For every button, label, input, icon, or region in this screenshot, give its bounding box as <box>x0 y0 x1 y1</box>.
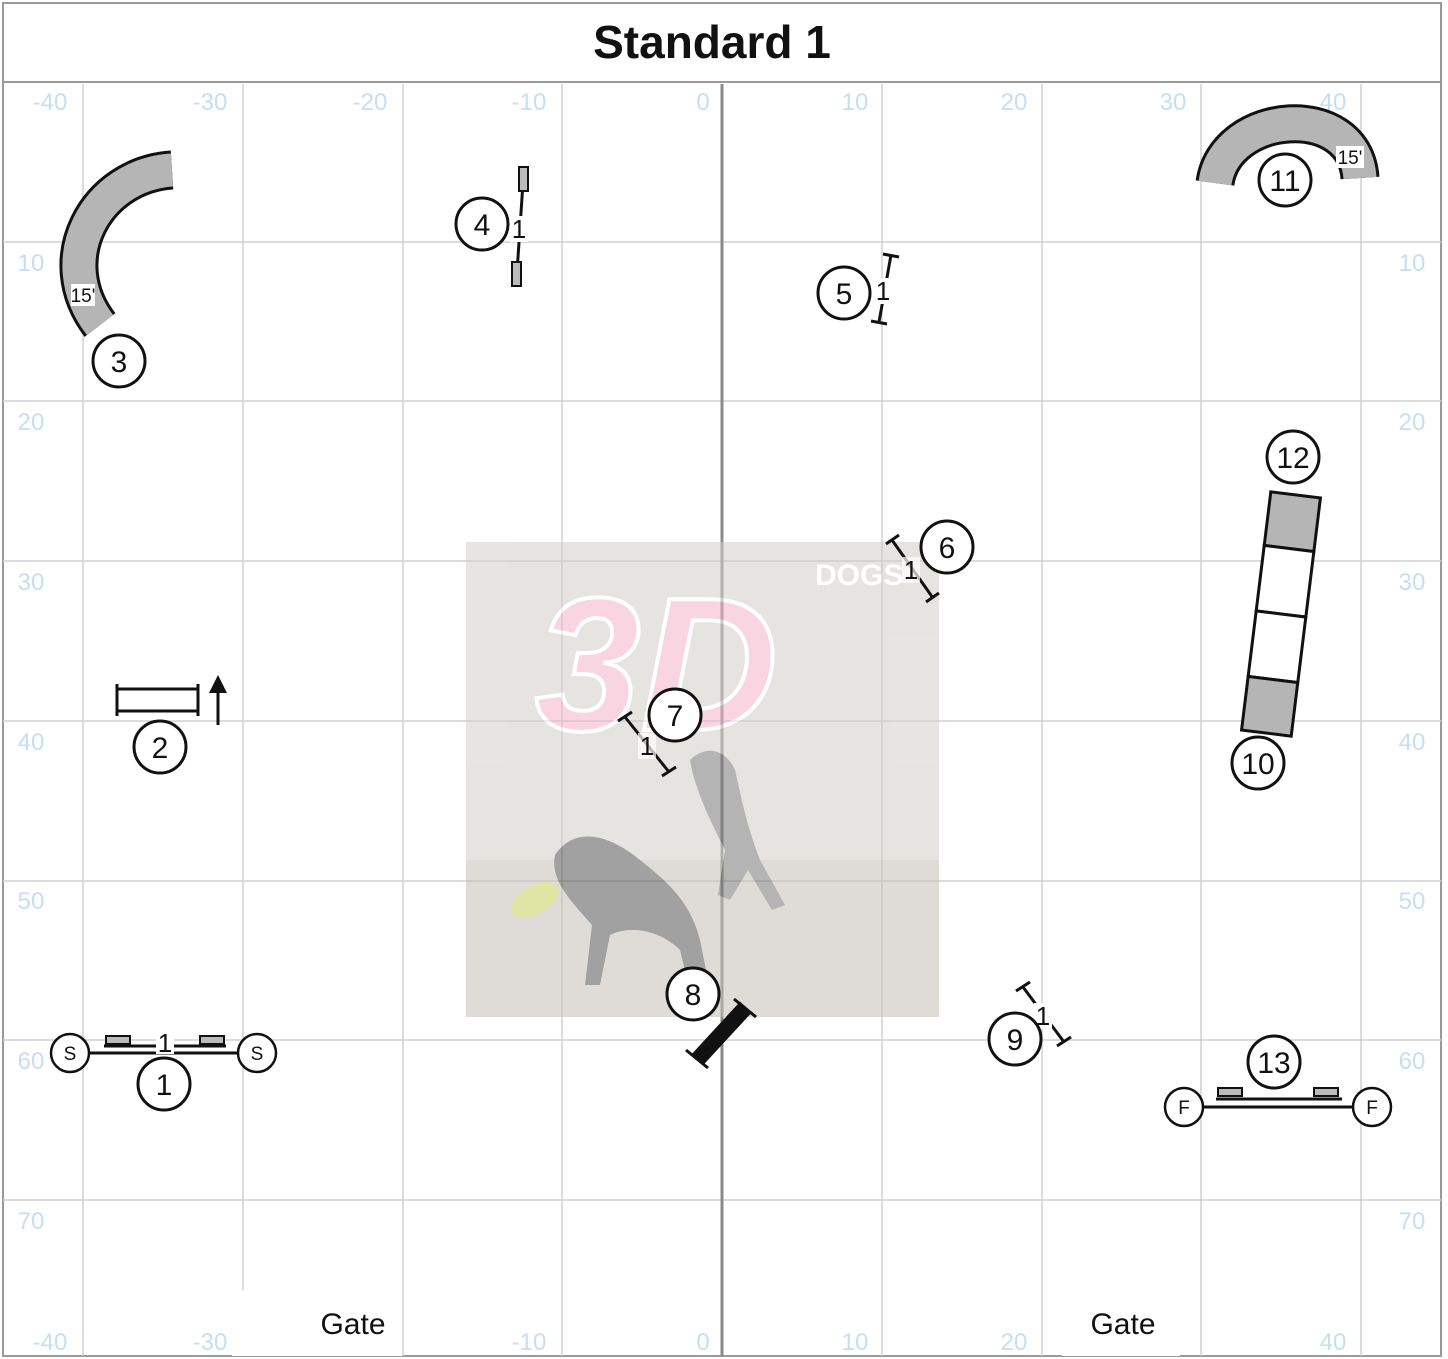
obstacle-number: 9 <box>1007 1024 1024 1057</box>
axis-label: 60 <box>18 1048 45 1075</box>
bar-label: 1 <box>158 1028 172 1058</box>
bar-label: 1 <box>512 214 526 244</box>
axis-label: 10 <box>842 1329 869 1356</box>
axis-label: 30 <box>18 569 45 596</box>
axis-label: -40 <box>33 89 68 116</box>
dog-walk-plank <box>1248 611 1306 683</box>
page-title: Standard 1 <box>593 16 831 68</box>
watermark-word: DOGS <box>815 559 903 592</box>
obstacle-number: 13 <box>1257 1047 1290 1080</box>
wing <box>512 262 521 286</box>
axis-label: 30 <box>1399 569 1426 596</box>
obstacle-number: 10 <box>1241 748 1274 781</box>
start-marker-label: S <box>64 1044 77 1065</box>
axis-label: 20 <box>1001 1329 1028 1356</box>
dog-walk-contact-bottom <box>1242 676 1298 736</box>
axis-label: -20 <box>353 89 388 116</box>
axis-label: 30 <box>1160 89 1187 116</box>
obstacle-number: 3 <box>111 346 128 379</box>
wing <box>1218 1088 1242 1096</box>
obstacle-number: 4 <box>474 209 491 242</box>
axis-label: 50 <box>1399 888 1426 915</box>
axis-label: 40 <box>1399 729 1426 756</box>
axis-label: 40 <box>18 729 45 756</box>
obstacle-number: 8 <box>685 979 702 1012</box>
wing <box>1314 1088 1338 1096</box>
obstacle-number: 12 <box>1276 442 1309 475</box>
axis-label: 70 <box>1399 1208 1426 1235</box>
axis-label: 10 <box>842 89 869 116</box>
wing <box>106 1036 130 1044</box>
axis-label: 20 <box>18 409 45 436</box>
gate-label: Gate <box>320 1308 385 1341</box>
gate-label: Gate <box>1090 1308 1155 1341</box>
bar-label: 1 <box>904 555 918 585</box>
obstacle-number: 6 <box>939 532 956 565</box>
bar-label: 1 <box>640 731 654 761</box>
wing <box>200 1036 224 1044</box>
axis-label: 0 <box>696 89 709 116</box>
dog-walk-plank <box>1256 545 1314 617</box>
axis-label: 60 <box>1399 1048 1426 1075</box>
axis-label: 70 <box>18 1208 45 1235</box>
finish-marker-label: F <box>1366 1098 1378 1119</box>
axis-label: -10 <box>512 1329 547 1356</box>
axis-label: -30 <box>193 1329 228 1356</box>
axis-label: -10 <box>512 89 547 116</box>
obstacle-number: 1 <box>156 1069 173 1102</box>
axis-label: 0 <box>696 1329 709 1356</box>
axis-label: 50 <box>18 888 45 915</box>
bar-label: 1 <box>876 276 890 306</box>
obstacle-number: 2 <box>152 732 169 765</box>
axis-label: 10 <box>1399 250 1426 277</box>
obstacle-number: 11 <box>1269 165 1300 198</box>
watermark-brand: 3D <box>535 559 778 771</box>
obstacle-number: 7 <box>667 700 684 733</box>
axis-label: 10 <box>18 250 45 277</box>
axis-label: 40 <box>1320 1329 1347 1356</box>
dog-walk-contact-top <box>1264 492 1320 552</box>
axis-label: 20 <box>1001 89 1028 116</box>
wing <box>519 167 528 191</box>
tunnel-length: 15' <box>71 286 96 307</box>
finish-marker-label: F <box>1178 1098 1190 1119</box>
tunnel-length: 15' <box>1338 148 1363 169</box>
obstacle-number: 5 <box>836 278 853 311</box>
axis-label: -40 <box>33 1329 68 1356</box>
start-marker-label: S <box>251 1044 264 1065</box>
axis-label: -30 <box>193 89 228 116</box>
watermark: 3D DOGS <box>466 542 939 1017</box>
axis-label: 20 <box>1399 409 1426 436</box>
